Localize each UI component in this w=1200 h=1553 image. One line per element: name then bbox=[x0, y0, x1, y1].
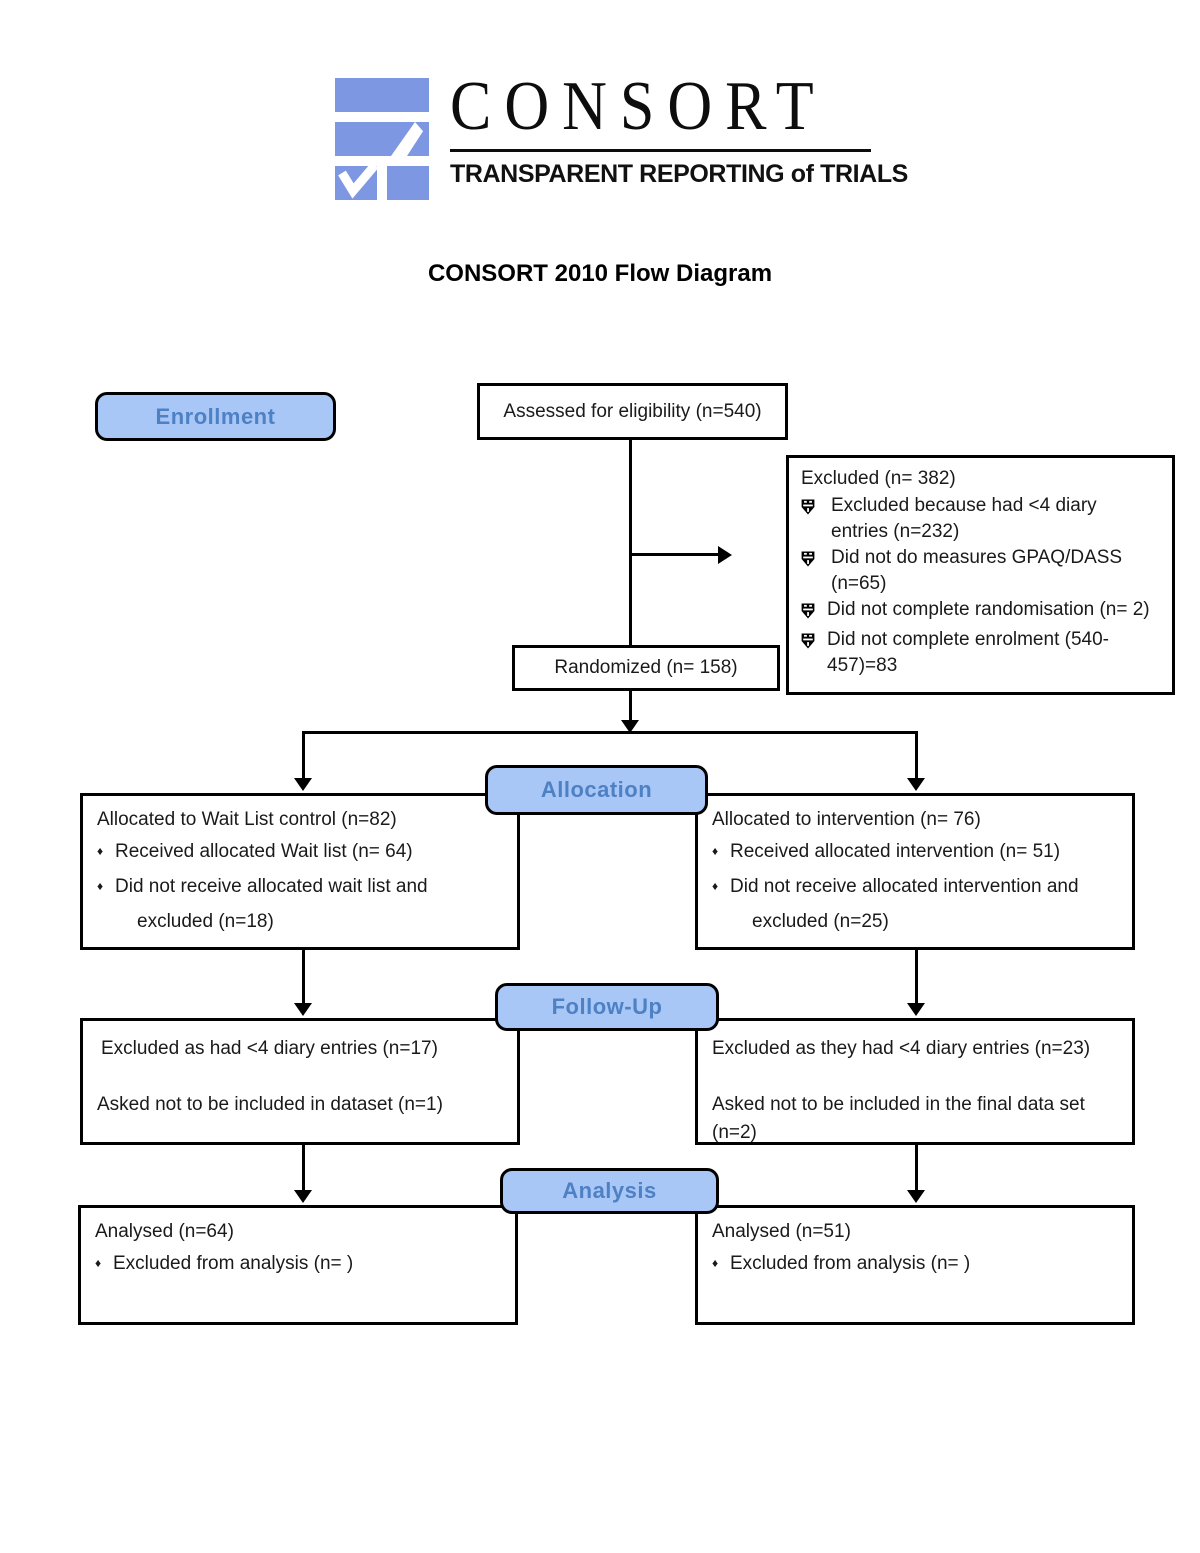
diamond-bullet-icon bbox=[95, 1250, 113, 1279]
alloc-left-bullet2: Did not receive allocated wait list and bbox=[97, 873, 503, 902]
excluded-title: Excluded (n= 382) bbox=[801, 468, 956, 489]
shield-bullet-icon bbox=[801, 493, 831, 523]
allocation-intervention-box: Allocated to intervention (n= 76) Receiv… bbox=[695, 793, 1135, 950]
connector-an-left-down bbox=[302, 1145, 305, 1192]
excluded-item-text: Excluded because had <4 diary entries (n… bbox=[831, 495, 1097, 542]
logo-divider bbox=[450, 149, 871, 152]
consort-brand-text: CONSORT bbox=[450, 68, 827, 145]
bullet-text: Received allocated Wait list (n= 64) bbox=[115, 841, 413, 862]
excluded-item: Did not complete enrolment (540-457)=83 bbox=[801, 627, 1158, 679]
connector-fu-right-down bbox=[915, 950, 918, 1005]
arrowhead-randomized-icon bbox=[621, 720, 639, 733]
alloc-left-bullet1: Received allocated Wait list (n= 64) bbox=[97, 838, 503, 867]
connector-fu-left-down bbox=[302, 950, 305, 1005]
assessed-text: Assessed for eligibility (n=540) bbox=[503, 400, 762, 422]
connector-assessed-to-randomized bbox=[629, 440, 632, 646]
alloc-right-bullet2-continuation: excluded (n=25) bbox=[752, 911, 889, 932]
logo-tagline: TRANSPARENT REPORTING of TRIALS bbox=[450, 160, 908, 188]
an-left-line1: Analysed (n=64) bbox=[95, 1221, 234, 1242]
fu-left-line1: Excluded as had <4 diary entries (n=17) bbox=[101, 1038, 438, 1059]
consort-logo-icon bbox=[335, 78, 429, 200]
excluded-item-text: Did not complete randomisation (n= 2) bbox=[827, 599, 1150, 620]
diamond-bullet-icon bbox=[97, 838, 115, 867]
bullet-text: Excluded from analysis (n= ) bbox=[113, 1253, 354, 1274]
analysis-intervention-box: Analysed (n=51) Excluded from analysis (… bbox=[695, 1205, 1135, 1325]
stage-label-allocation: Allocation bbox=[485, 765, 708, 815]
shield-bullet-icon bbox=[801, 627, 827, 657]
arrowhead-an-left-icon bbox=[294, 1190, 312, 1203]
stage-label-analysis: Analysis bbox=[500, 1168, 719, 1214]
connector-an-right-down bbox=[915, 1145, 918, 1192]
arrowhead-fu-left-icon bbox=[294, 1003, 312, 1016]
diamond-bullet-icon bbox=[712, 838, 730, 867]
randomized-text: Randomized (n= 158) bbox=[554, 657, 738, 678]
shield-bullet-icon bbox=[801, 545, 831, 575]
diamond-bullet-icon bbox=[97, 873, 115, 902]
bullet-text: Did not receive allocated wait list and bbox=[115, 876, 428, 897]
bullet-text: Excluded from analysis (n= ) bbox=[730, 1253, 971, 1274]
diamond-bullet-icon bbox=[712, 1250, 730, 1279]
assessed-eligibility-box: Assessed for eligibility (n=540) bbox=[477, 383, 788, 440]
excluded-item-text: Did not complete enrolment (540-457)=83 bbox=[827, 629, 1109, 676]
alloc-right-line1: Allocated to intervention (n= 76) bbox=[712, 809, 981, 830]
an-right-bullet1: Excluded from analysis (n= ) bbox=[712, 1250, 1118, 1279]
excluded-item-text: Did not do measures GPAQ/DASS (n=65) bbox=[831, 547, 1123, 594]
an-right-line1: Analysed (n=51) bbox=[712, 1221, 851, 1242]
followup-waitlist-box: Excluded as had <4 diary entries (n=17) … bbox=[80, 1018, 520, 1145]
excluded-box: Excluded (n= 382) Excluded because had <… bbox=[786, 455, 1175, 695]
alloc-right-bullet2: Did not receive allocated intervention a… bbox=[712, 873, 1118, 902]
arrowhead-fu-right-icon bbox=[907, 1003, 925, 1016]
arrowhead-alloc-right-icon bbox=[907, 778, 925, 791]
analysis-waitlist-box: Analysed (n=64) Excluded from analysis (… bbox=[78, 1205, 518, 1325]
an-left-bullet1: Excluded from analysis (n= ) bbox=[95, 1250, 501, 1279]
connector-randomized-down bbox=[629, 690, 632, 724]
bullet-text: Did not receive allocated intervention a… bbox=[730, 876, 1079, 897]
alloc-right-bullet1: Received allocated intervention (n= 51) bbox=[712, 838, 1118, 867]
stage-label-enrollment: Enrollment bbox=[95, 392, 336, 441]
excluded-item: Excluded because had <4 diary entries (n… bbox=[801, 493, 1158, 545]
excluded-item: Did not do measures GPAQ/DASS (n=65) bbox=[801, 545, 1158, 597]
arrowhead-alloc-left-icon bbox=[294, 778, 312, 791]
arrowhead-an-right-icon bbox=[907, 1190, 925, 1203]
connector-alloc-right-down bbox=[915, 731, 918, 779]
fu-left-line2: Asked not to be included in dataset (n=1… bbox=[97, 1094, 443, 1115]
allocation-waitlist-box: Allocated to Wait List control (n=82) Re… bbox=[80, 793, 520, 950]
shield-bullet-icon bbox=[801, 597, 827, 627]
followup-intervention-box: Excluded as they had <4 diary entries (n… bbox=[695, 1018, 1135, 1145]
diamond-bullet-icon bbox=[712, 873, 730, 902]
connector-to-excluded bbox=[630, 553, 720, 556]
connector-allocation-horizontal bbox=[302, 731, 918, 734]
arrowhead-excluded-icon bbox=[718, 546, 732, 564]
page-title: CONSORT 2010 Flow Diagram bbox=[427, 260, 773, 287]
alloc-left-bullet2-continuation: excluded (n=18) bbox=[137, 911, 274, 932]
fu-right-line2: Asked not to be included in the final da… bbox=[712, 1094, 1085, 1143]
stage-label-followup: Follow-Up bbox=[495, 983, 719, 1031]
connector-alloc-left-down bbox=[302, 731, 305, 779]
alloc-left-line1: Allocated to Wait List control (n=82) bbox=[97, 809, 397, 830]
fu-right-line1: Excluded as they had <4 diary entries (n… bbox=[712, 1038, 1091, 1059]
bullet-text: Received allocated intervention (n= 51) bbox=[730, 841, 1061, 862]
excluded-item: Did not complete randomisation (n= 2) bbox=[801, 597, 1158, 627]
randomized-box: Randomized (n= 158) bbox=[512, 645, 780, 691]
